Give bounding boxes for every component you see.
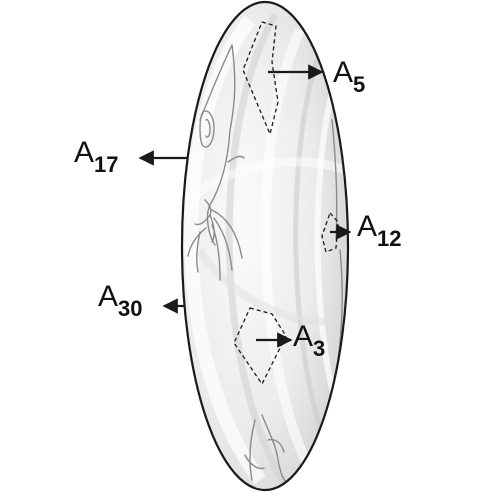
oval-outline <box>180 0 350 492</box>
cat-sketch <box>187 44 343 483</box>
region-a12 <box>321 212 339 253</box>
label-a17: A17 <box>74 136 119 177</box>
label-a30: A30 <box>98 280 143 321</box>
label-a3: A3 <box>293 320 325 361</box>
label-a5: A5 <box>333 56 365 97</box>
region-a5 <box>242 21 279 135</box>
label-a12: A12 <box>357 210 402 251</box>
